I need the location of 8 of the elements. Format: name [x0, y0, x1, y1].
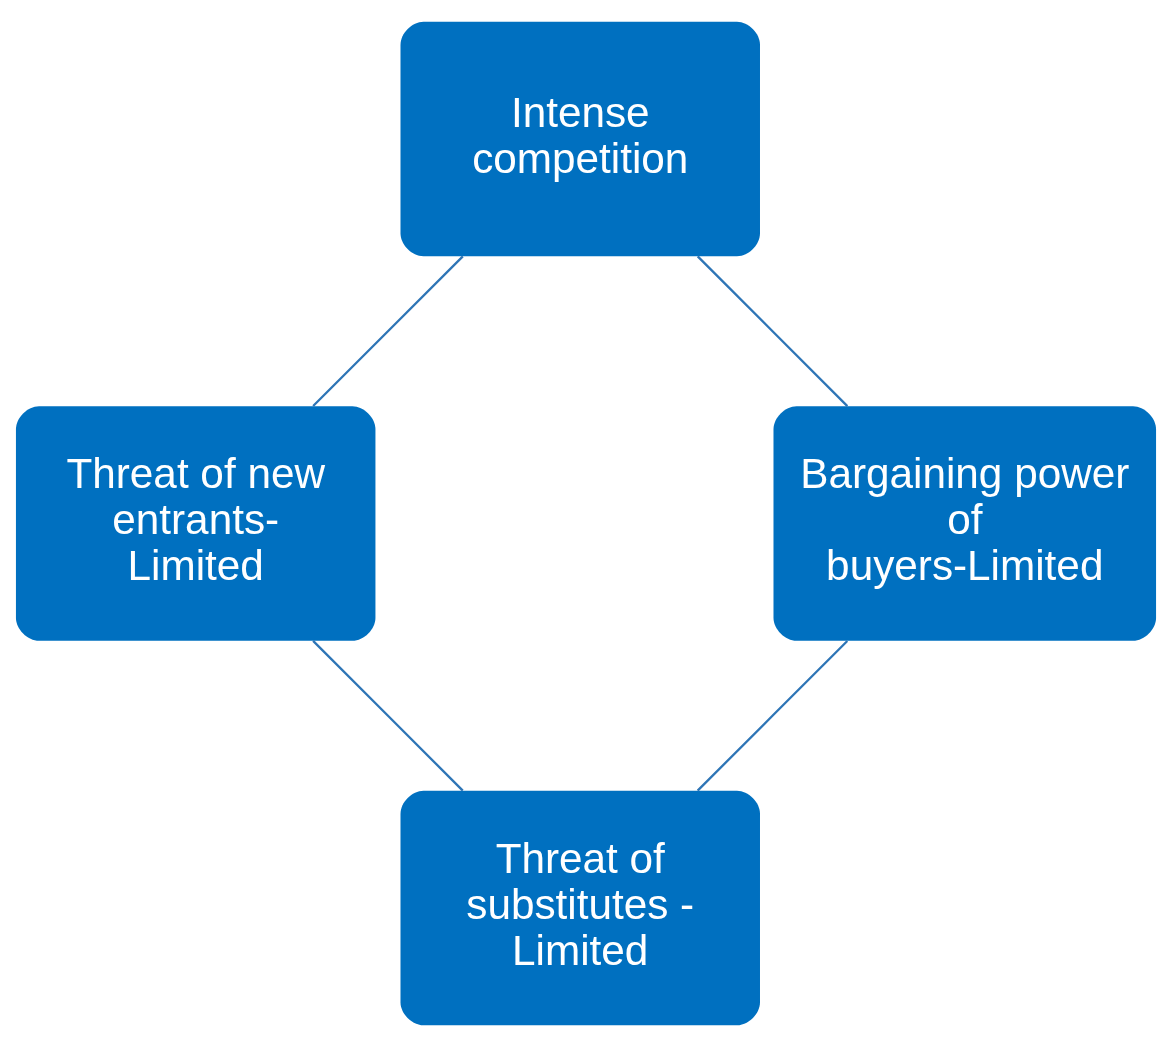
connector	[696, 255, 849, 407]
node-box: Threat of substitutes - Limited	[400, 790, 760, 1025]
node-box: Threat of new entrants- Limited	[15, 405, 376, 641]
connector	[312, 639, 464, 791]
node-box: Bargaining power of buyers-Limited	[773, 405, 1157, 641]
node-box: Intense competition	[400, 21, 760, 256]
connector	[696, 639, 849, 791]
connector	[312, 255, 464, 407]
